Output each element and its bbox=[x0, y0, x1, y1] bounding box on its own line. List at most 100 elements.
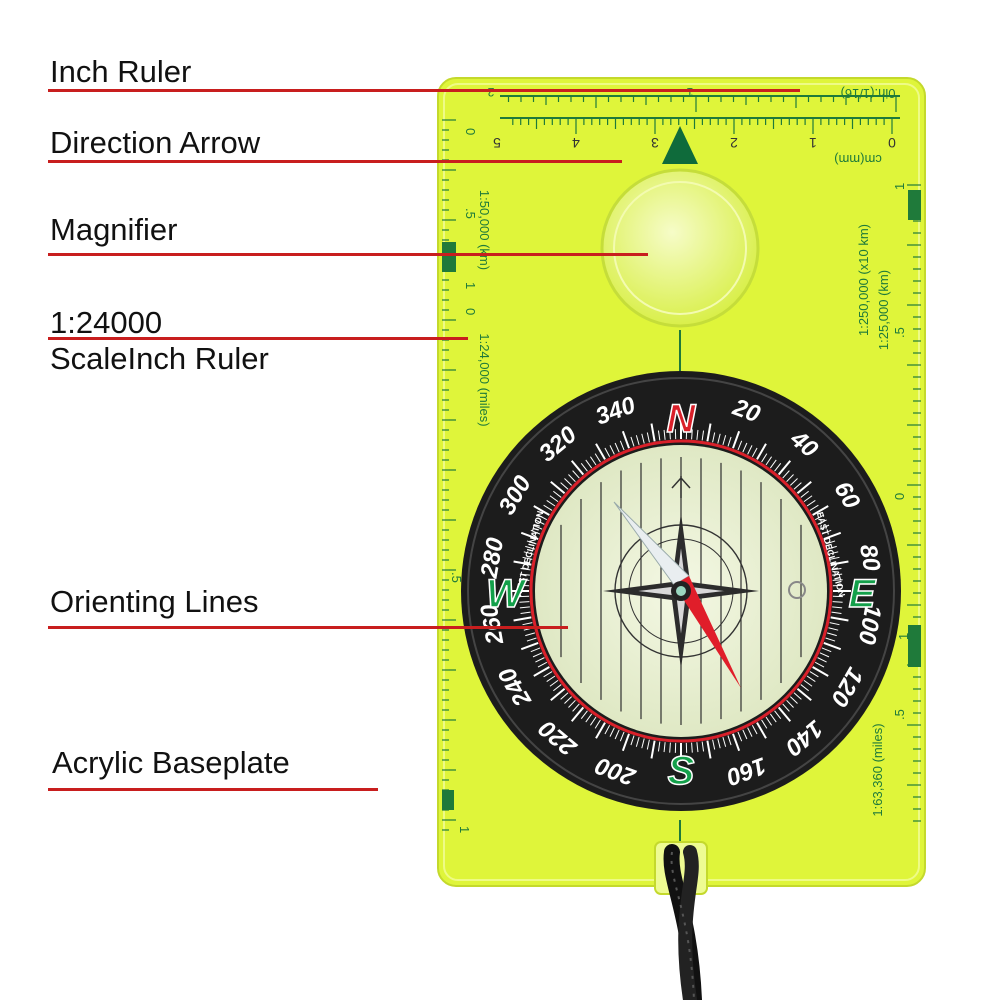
bezel-tick bbox=[585, 459, 593, 469]
bezel-tick bbox=[782, 703, 790, 712]
bezel-tick bbox=[635, 435, 640, 446]
bezel-tick bbox=[619, 440, 625, 451]
bezel-tick bbox=[549, 495, 559, 503]
inch-ruler-scale: 2 1 0in.(1/16) bbox=[487, 85, 900, 112]
left-mark-05-top: .5 bbox=[463, 208, 478, 219]
callout-magnifier-line bbox=[48, 253, 648, 256]
bezel-tick bbox=[756, 443, 767, 460]
bezel-tick bbox=[821, 529, 832, 535]
bezel-tick bbox=[530, 647, 541, 653]
bezel-tick bbox=[519, 606, 530, 609]
bezel-tick bbox=[604, 724, 611, 735]
bezel-tick bbox=[825, 540, 836, 545]
bezel-tick bbox=[774, 710, 782, 719]
bezel-tick bbox=[817, 519, 827, 525]
cm-mark-3: 3 bbox=[651, 135, 659, 151]
bezel-tick bbox=[614, 729, 620, 740]
bezel-tick bbox=[742, 442, 748, 453]
bezel-tick bbox=[809, 504, 819, 511]
bezel-tick bbox=[706, 740, 712, 759]
cm-mark-2: 2 bbox=[730, 135, 738, 151]
bezel-tick bbox=[594, 719, 601, 729]
bezel-tick bbox=[630, 436, 635, 447]
cardinal-e: E bbox=[849, 572, 877, 616]
bezel-tick bbox=[825, 637, 836, 642]
right-mark-05-bottom: .5 bbox=[892, 709, 907, 720]
bezel-tick bbox=[701, 741, 705, 752]
left-mark-1-top: 1 bbox=[463, 282, 478, 289]
bezel-tick bbox=[806, 499, 816, 507]
bezel-tick bbox=[522, 556, 533, 560]
left-scale-block bbox=[442, 242, 456, 272]
bezel-tick bbox=[751, 724, 758, 735]
bezel-tick bbox=[621, 430, 630, 449]
bezel-tick bbox=[828, 627, 839, 631]
bezel-tick bbox=[777, 706, 792, 722]
bezel-tick bbox=[523, 551, 534, 555]
cm-mark-4: 4 bbox=[572, 135, 580, 151]
bezel-tick bbox=[585, 713, 593, 723]
bezel-tick bbox=[800, 684, 809, 692]
left-scale-block bbox=[442, 790, 454, 810]
bezel-tick bbox=[761, 719, 768, 729]
bezel-tick bbox=[712, 739, 716, 750]
bezel-tick bbox=[812, 505, 829, 516]
left-scale-bottom-label: 1:24,000 (miles) bbox=[477, 333, 492, 426]
bezel-tick bbox=[830, 560, 849, 566]
callout-inch-ruler-label: Inch Ruler bbox=[50, 54, 192, 89]
bezel-tick bbox=[564, 478, 573, 486]
bezel-tick bbox=[564, 696, 573, 704]
bezel-tick bbox=[526, 540, 537, 545]
bezel-tick bbox=[580, 463, 588, 472]
bezel-tick bbox=[532, 652, 543, 658]
bezel-tick bbox=[520, 567, 531, 571]
bezel-tick bbox=[525, 632, 536, 637]
bezel-tick bbox=[812, 666, 829, 677]
callout-direction-arrow-label: Direction Arrow bbox=[50, 125, 261, 160]
bezel-tick bbox=[786, 699, 794, 708]
right-scale-top-label: 1:250,000 (x10 km) bbox=[856, 224, 871, 336]
bezel-tick bbox=[826, 545, 837, 550]
cm-mark-5: 5 bbox=[493, 135, 501, 151]
bezel-tick bbox=[828, 551, 839, 555]
bezel-tick bbox=[621, 733, 630, 752]
bezel-tick bbox=[717, 433, 721, 444]
bezel-tick bbox=[570, 460, 585, 476]
bezel-tick bbox=[761, 453, 768, 463]
callout-inch-ruler-line bbox=[48, 89, 800, 92]
bezel-tick bbox=[765, 456, 773, 466]
callout-orienting-lines-label: Orienting Lines bbox=[50, 584, 259, 619]
left-mark-1-bottom: 1 bbox=[457, 826, 472, 833]
bezel-tick bbox=[803, 679, 813, 687]
bezel-tick bbox=[796, 687, 812, 702]
bezel-tick bbox=[789, 696, 798, 704]
bezel-tick bbox=[737, 440, 743, 451]
bezel-tick bbox=[751, 447, 758, 458]
bezel-tick bbox=[594, 453, 601, 463]
bezel-tick bbox=[580, 710, 588, 719]
bezel-tick bbox=[630, 735, 635, 746]
bezel-tick bbox=[727, 735, 732, 746]
bezel-tick bbox=[817, 657, 827, 663]
bezel-tick bbox=[696, 742, 699, 753]
bezel-tick bbox=[832, 579, 843, 581]
bezel-tick bbox=[769, 713, 777, 723]
bezel-tick bbox=[806, 675, 816, 683]
callout-acrylic-baseplate-line bbox=[48, 788, 378, 791]
bezel-tick bbox=[543, 671, 553, 678]
cm-mark-0: 0 bbox=[888, 135, 896, 151]
bezel-tick bbox=[657, 430, 661, 441]
bezel-tick bbox=[535, 657, 545, 663]
bezel-tick bbox=[737, 731, 743, 742]
bezel-tick bbox=[823, 531, 842, 540]
left-mark-05-bottom: .5 bbox=[449, 572, 464, 583]
bezel-tick bbox=[789, 478, 798, 486]
bezel-tick bbox=[513, 616, 532, 622]
bezel-tick bbox=[572, 703, 580, 712]
inch-unit-label: 0in.(1/16) bbox=[841, 86, 896, 101]
bezel-tick bbox=[826, 632, 837, 637]
bezel-tick bbox=[614, 442, 620, 453]
right-mark-05-top: .5 bbox=[892, 327, 907, 338]
